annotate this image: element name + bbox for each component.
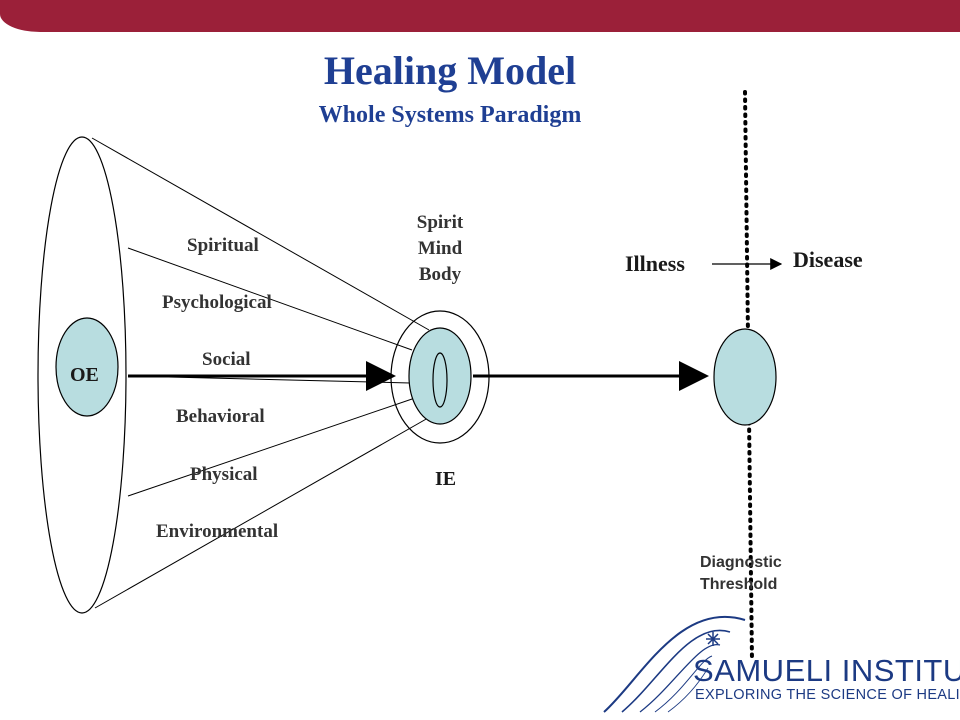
diagnostic-threshold-label: Diagnostic Threshold — [700, 552, 810, 596]
cone-label-physical: Physical — [190, 464, 258, 485]
stack-item-body: Body — [418, 264, 462, 285]
cone-bottom-line — [94, 417, 429, 609]
cone-top-line — [91, 137, 430, 331]
illness-label: Illness — [625, 251, 685, 276]
threshold-label: Threshold — [700, 576, 778, 593]
spirit-mind-body-stack: Spirit Mind Body — [400, 210, 480, 288]
top-banner — [0, 0, 960, 32]
cone-label-social: Social — [202, 349, 251, 370]
oe-label: OE — [70, 364, 99, 386]
samueli-logo-swoosh — [603, 615, 746, 713]
disease-node — [713, 328, 777, 426]
spiritual-line — [127, 247, 413, 351]
cone-label-psychological: Psychological — [162, 292, 272, 313]
page-subtitle: Whole Systems Paradigm — [318, 102, 582, 128]
cone-label-spiritual: Spiritual — [187, 235, 259, 256]
oe-node — [55, 317, 119, 417]
diagnostic-label: Diagnostic — [700, 554, 782, 571]
physical-line — [127, 397, 416, 497]
cone-label-environmental: Environmental — [156, 521, 279, 542]
page-title: Healing Model — [323, 48, 577, 93]
logo-tagline: EXPLORING THE SCIENCE OF HEALING — [695, 687, 960, 703]
stack-item-mind: Mind — [417, 238, 463, 259]
ie-label: IE — [435, 468, 457, 490]
ie-inner-core — [432, 352, 448, 408]
cone-label-behavioral: Behavioral — [176, 406, 265, 427]
stack-item-spirit: Spirit — [416, 212, 464, 233]
outer-cone-ellipse — [37, 136, 127, 614]
logo-name: SAMUELI INSTITUTE — [693, 653, 960, 688]
logo-star-icon — [706, 632, 720, 646]
ie-node — [408, 327, 472, 425]
disease-label: Disease — [793, 247, 863, 272]
